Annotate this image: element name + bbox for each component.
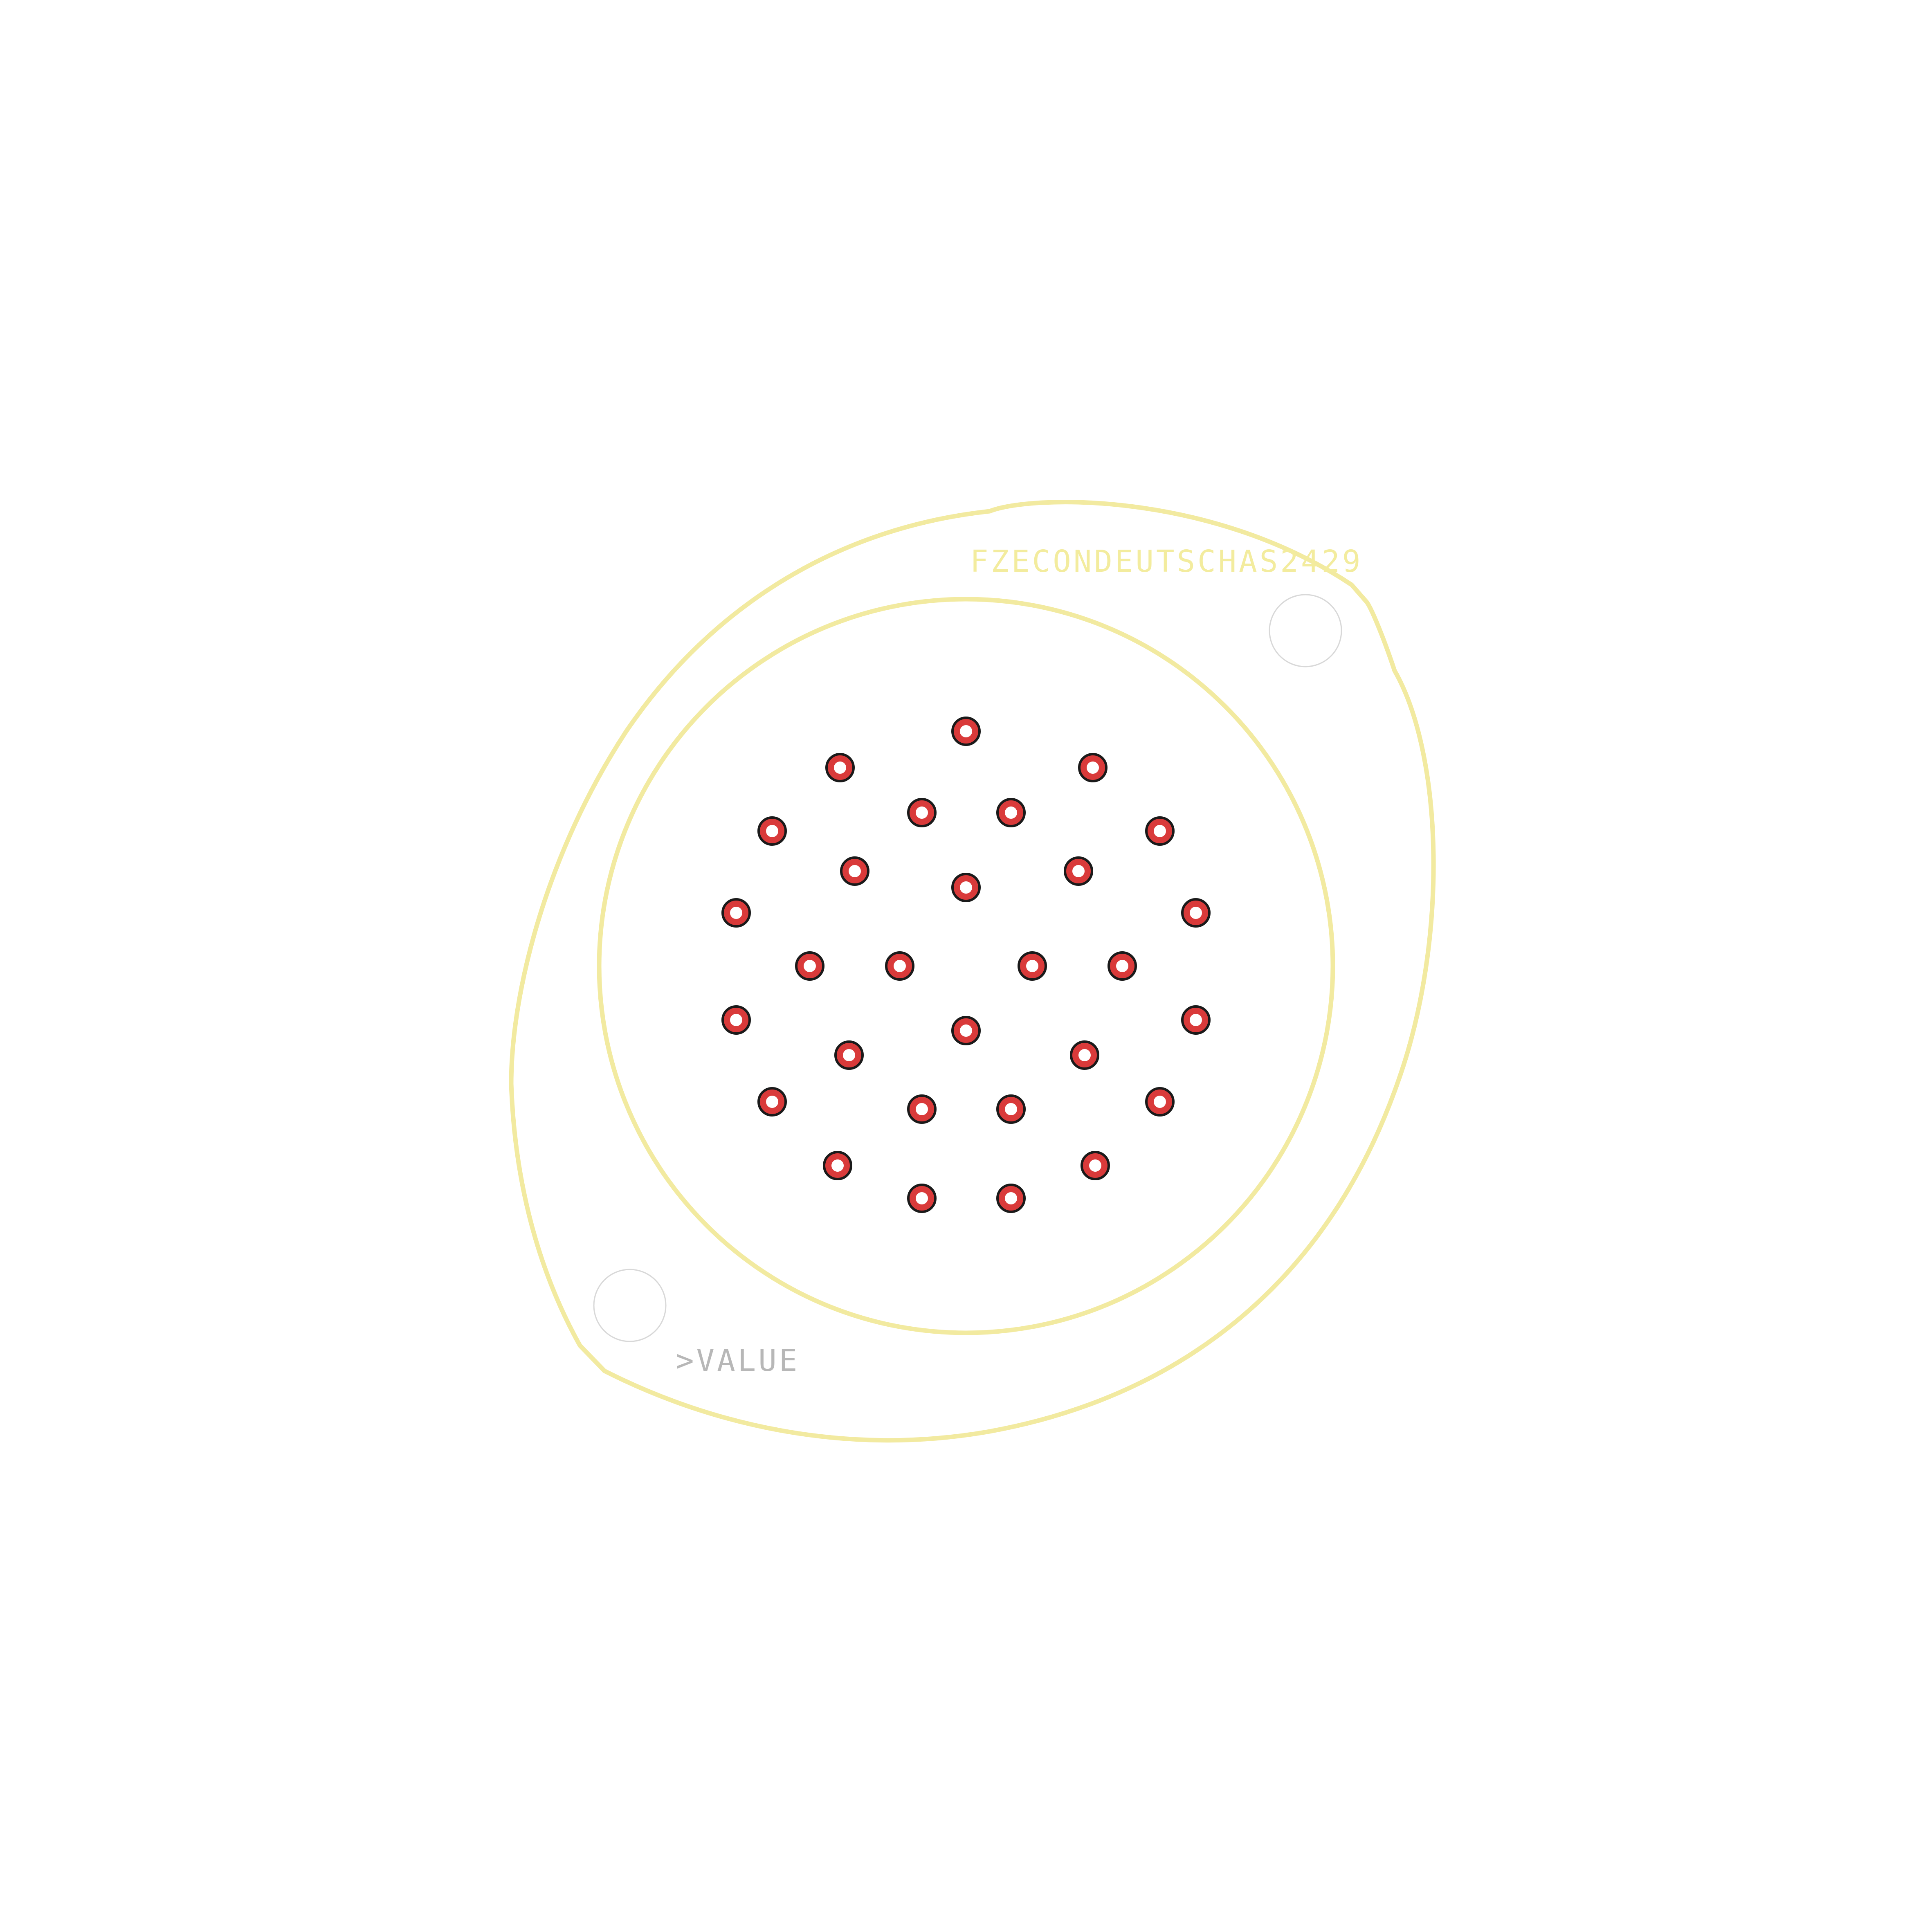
pad-drill: [1190, 1014, 1202, 1026]
pad-22[interactable]: [757, 1087, 787, 1117]
pad-5[interactable]: [907, 798, 937, 827]
pad-drill: [916, 806, 928, 819]
pad-20[interactable]: [834, 1040, 864, 1070]
pad-9[interactable]: [951, 873, 981, 902]
pad-7[interactable]: [1145, 816, 1175, 846]
pad-11[interactable]: [721, 898, 751, 928]
pad-drill: [960, 881, 972, 894]
pad-drill: [1072, 865, 1085, 877]
pad-21[interactable]: [1070, 1040, 1099, 1070]
pad-1[interactable]: [951, 717, 981, 746]
pad-drill: [1005, 1192, 1017, 1204]
pad-drill: [960, 725, 972, 737]
pad-29[interactable]: [996, 1184, 1026, 1213]
pad-23[interactable]: [907, 1094, 937, 1124]
pad-18[interactable]: [951, 1016, 981, 1045]
pad-17[interactable]: [721, 1005, 751, 1035]
pad-25[interactable]: [1145, 1087, 1175, 1117]
pad-14[interactable]: [885, 951, 914, 981]
pad-drill: [766, 1096, 778, 1108]
pad-drill: [916, 1103, 928, 1115]
pad-3[interactable]: [1078, 753, 1108, 782]
pad-8[interactable]: [840, 856, 869, 886]
pad-drill: [730, 907, 742, 919]
pad-27[interactable]: [1081, 1151, 1110, 1180]
pad-24[interactable]: [996, 1094, 1026, 1124]
pad-drill: [843, 1049, 855, 1061]
pad-4[interactable]: [757, 816, 787, 846]
pad-drill: [1026, 960, 1038, 972]
pad-drill: [831, 1159, 844, 1172]
pad-2[interactable]: [825, 753, 855, 782]
pad-drill: [849, 865, 861, 877]
pad-13[interactable]: [795, 951, 824, 981]
pad-drill: [1078, 1049, 1091, 1061]
pad-drill: [916, 1192, 928, 1204]
pad-drill: [1116, 960, 1128, 972]
pad-16[interactable]: [1108, 951, 1137, 981]
pad-28[interactable]: [907, 1184, 937, 1213]
pad-drill: [1087, 762, 1099, 774]
pad-drill: [730, 1014, 742, 1026]
pad-drill: [766, 825, 778, 837]
footprint-name-label: FZECONDEUTSCHAS2429: [970, 544, 1363, 579]
pad-drill: [1005, 806, 1017, 819]
mount-hole-top-right[interactable]: [1269, 594, 1342, 667]
flange-outline: [509, 500, 1436, 1443]
pad-19[interactable]: [1181, 1005, 1211, 1035]
pad-15[interactable]: [1018, 951, 1047, 981]
pad-drill: [894, 960, 906, 972]
pad-12[interactable]: [1181, 898, 1211, 928]
pad-drill: [804, 960, 816, 972]
pad-drill: [1154, 825, 1166, 837]
pad-6[interactable]: [996, 798, 1026, 827]
pad-array: [721, 717, 1211, 1213]
pad-drill: [1005, 1103, 1017, 1115]
footprint-value-label: >VALUE: [676, 1343, 800, 1378]
pad-26[interactable]: [823, 1151, 852, 1180]
pad-drill: [960, 1024, 972, 1037]
pad-drill: [1154, 1096, 1166, 1108]
mount-hole-bottom-left[interactable]: [593, 1269, 667, 1342]
pad-drill: [834, 762, 846, 774]
pad-drill: [1190, 907, 1202, 919]
connector-body-outline: [597, 597, 1335, 1335]
pad-drill: [1089, 1159, 1101, 1172]
pad-10[interactable]: [1064, 856, 1093, 886]
